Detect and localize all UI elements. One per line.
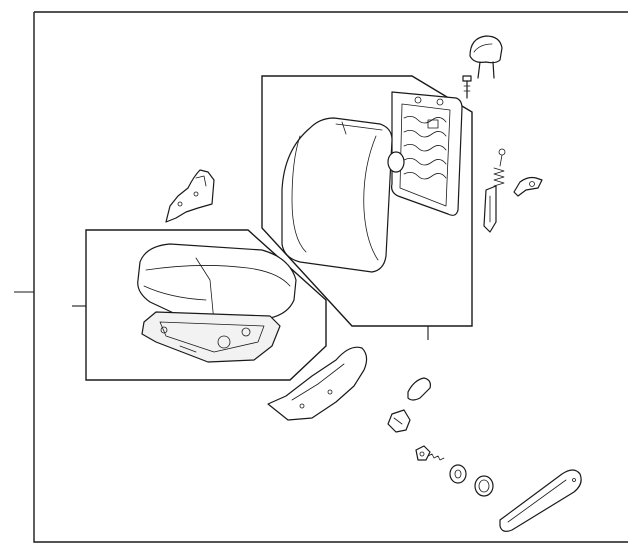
cushion-group-box <box>85 229 327 381</box>
bracket-icon <box>165 169 215 223</box>
armrest-icon <box>499 469 582 532</box>
seat-cushion-icon <box>137 243 297 327</box>
seat-back-cover-icon <box>281 117 405 273</box>
outer-frame <box>33 11 628 543</box>
cushion-frame-icon <box>141 311 281 363</box>
lever-icon <box>407 377 431 401</box>
guide-icon <box>462 75 472 99</box>
ring-icon <box>474 475 494 497</box>
knob-icon <box>513 176 543 197</box>
side-shield-icon <box>267 346 368 421</box>
spring-icon <box>483 148 506 233</box>
seat-back-group-box <box>261 75 473 327</box>
headrest-icon <box>469 35 503 79</box>
clip-icon <box>387 409 411 433</box>
bolt-icon <box>415 445 445 461</box>
seat-back-frame-icon <box>391 91 463 216</box>
washer-icon <box>449 464 467 484</box>
